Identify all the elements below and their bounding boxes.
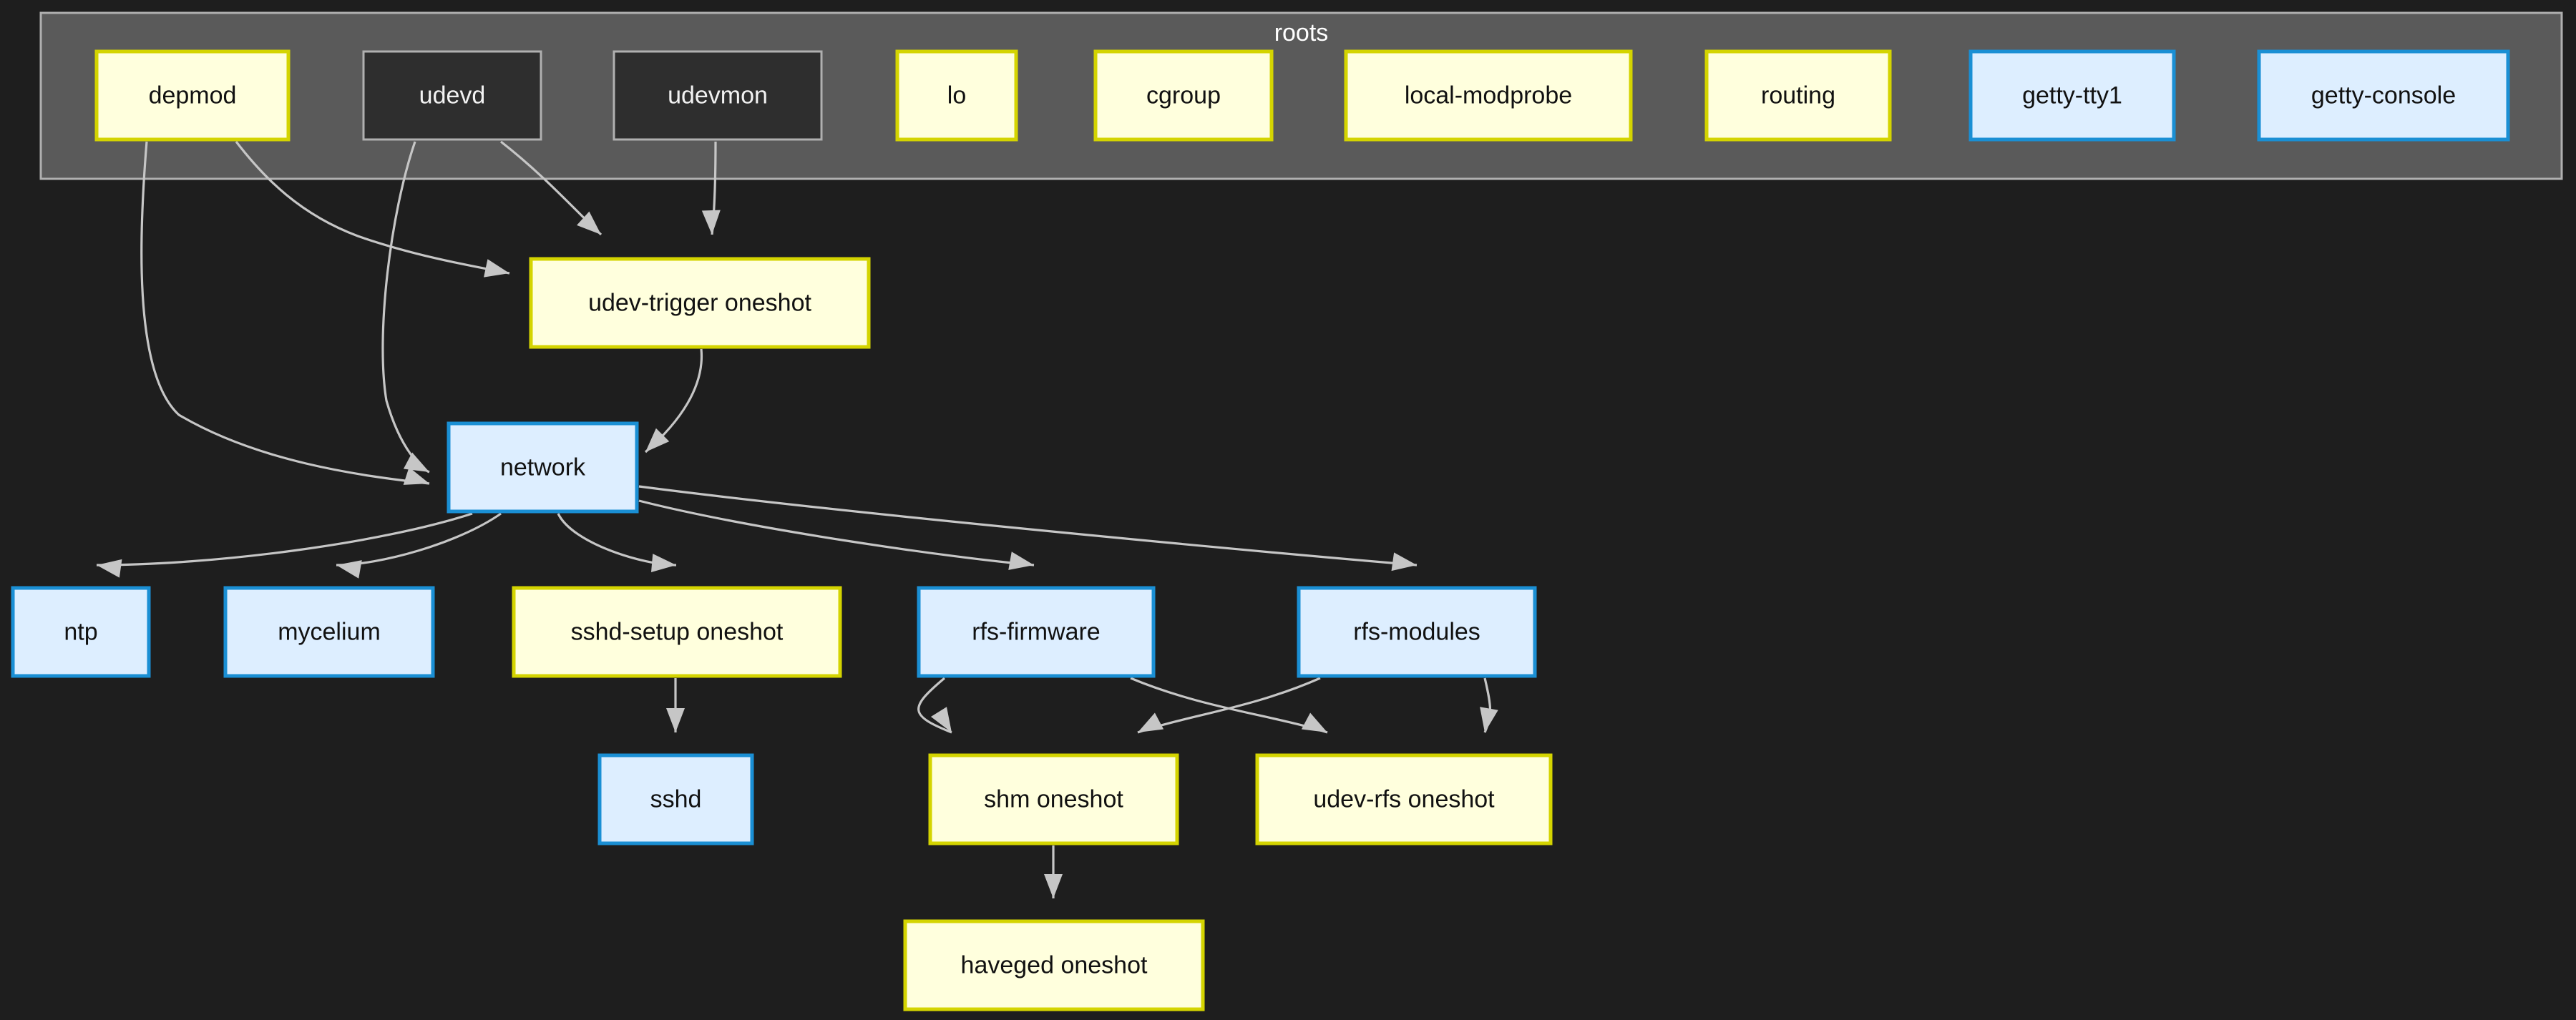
node-label: sshd-setup oneshot xyxy=(571,618,784,645)
node-sshd-setup[interactable]: sshd-setup oneshot xyxy=(512,586,842,678)
arrowhead xyxy=(97,559,122,578)
node-label: rfs-modules xyxy=(1353,618,1480,645)
node-label: rfs-firmware xyxy=(972,618,1100,645)
node-udevmon[interactable]: udevmon xyxy=(613,50,823,141)
arrowhead xyxy=(403,452,429,472)
edge-layer xyxy=(96,140,1498,898)
node-label: depmod xyxy=(149,82,237,109)
node-rfs-modules[interactable]: rfs-modules xyxy=(1297,586,1537,678)
arrowhead xyxy=(930,707,952,732)
edge-udevd-to-network xyxy=(381,141,430,474)
node-udev-trigger[interactable]: udev-trigger oneshot xyxy=(529,257,871,349)
arrowhead xyxy=(577,211,601,235)
node-rect[interactable] xyxy=(895,49,1018,142)
node-rect[interactable] xyxy=(1255,753,1553,845)
edge-depmod-to-network xyxy=(140,141,430,485)
node-shm[interactable]: shm oneshot xyxy=(928,753,1179,845)
node-rect[interactable] xyxy=(1968,49,2176,142)
node-rect[interactable] xyxy=(597,753,754,845)
node-label: local-modprobe xyxy=(1405,82,1572,109)
arrowhead xyxy=(1044,874,1063,898)
node-cgroup[interactable]: cgroup xyxy=(1093,49,1274,142)
edge-rfs-firmware-to-shm xyxy=(917,677,952,734)
node-rect[interactable] xyxy=(917,586,1156,678)
edge-network-to-rfs-firmware xyxy=(638,499,1035,567)
node-udevd[interactable]: udevd xyxy=(362,50,542,141)
node-rect[interactable] xyxy=(903,919,1205,1011)
node-haveged[interactable]: haveged oneshot xyxy=(903,919,1205,1011)
node-mycelium[interactable]: mycelium xyxy=(223,586,435,678)
node-label: cgroup xyxy=(1146,82,1221,109)
node-label: haveged oneshot xyxy=(961,951,1148,979)
node-network[interactable]: network xyxy=(447,421,639,514)
node-routing[interactable]: routing xyxy=(1704,49,1892,142)
node-label: getty-console xyxy=(2311,82,2456,109)
arrowhead xyxy=(1301,712,1327,732)
edge-network-to-rfs-modules xyxy=(638,485,1418,567)
node-label: sshd xyxy=(650,785,702,813)
node-rect[interactable] xyxy=(1704,49,1892,142)
edge-network-to-ntp xyxy=(96,512,473,567)
node-depmod[interactable]: depmod xyxy=(94,49,291,142)
node-label: mycelium xyxy=(278,618,381,645)
node-label: getty-tty1 xyxy=(2022,82,2122,109)
arrowhead xyxy=(666,708,685,732)
arrowhead xyxy=(650,554,676,572)
node-getty-tty1[interactable]: getty-tty1 xyxy=(1968,49,2176,142)
node-label: udev-rfs oneshot xyxy=(1313,785,1495,813)
node-label: lo xyxy=(947,82,966,109)
node-rect[interactable] xyxy=(11,586,151,678)
node-label: udev-trigger oneshot xyxy=(588,289,811,316)
node-rect[interactable] xyxy=(1093,49,1274,142)
arrowhead xyxy=(645,428,670,452)
node-rect[interactable] xyxy=(2257,49,2510,142)
node-rect[interactable] xyxy=(529,257,871,349)
node-rect[interactable] xyxy=(223,586,435,678)
node-rect[interactable] xyxy=(447,421,639,514)
node-layer: depmod udevd udevmon lo cgroup local-modprobe… xyxy=(11,49,2510,1011)
node-label: udevmon xyxy=(668,82,768,109)
node-sshd[interactable]: sshd xyxy=(597,753,754,845)
node-rect[interactable] xyxy=(1344,49,1633,142)
node-local-modprobe[interactable]: local-modprobe xyxy=(1344,49,1633,142)
node-rect[interactable] xyxy=(512,586,842,678)
arrowhead xyxy=(1138,712,1164,732)
arrowhead xyxy=(1391,552,1417,572)
node-rect[interactable] xyxy=(1297,586,1537,678)
cluster-label: roots xyxy=(1274,19,1329,46)
arrowhead xyxy=(701,210,721,235)
arrowhead xyxy=(403,467,429,485)
node-udev-rfs[interactable]: udev-rfs oneshot xyxy=(1255,753,1553,845)
node-label: routing xyxy=(1761,82,1835,109)
arrowhead xyxy=(484,259,509,278)
node-rect[interactable] xyxy=(94,49,291,142)
node-label: network xyxy=(500,453,586,481)
node-lo[interactable]: lo xyxy=(895,49,1018,142)
node-getty-console[interactable]: getty-console xyxy=(2257,49,2510,142)
arrowhead xyxy=(336,560,362,579)
node-label: shm oneshot xyxy=(984,785,1123,813)
node-rect[interactable] xyxy=(613,50,823,141)
node-ntp[interactable]: ntp xyxy=(11,586,151,678)
node-rfs-firmware[interactable]: rfs-firmware xyxy=(917,586,1156,678)
node-rect[interactable] xyxy=(362,50,542,141)
arrowhead xyxy=(1480,707,1498,732)
edge-depmod-to-udev-trigger xyxy=(235,141,510,275)
node-label: ntp xyxy=(64,618,97,645)
arrowhead xyxy=(1008,551,1034,570)
node-rect[interactable] xyxy=(928,753,1179,845)
node-label: udevd xyxy=(419,82,486,109)
